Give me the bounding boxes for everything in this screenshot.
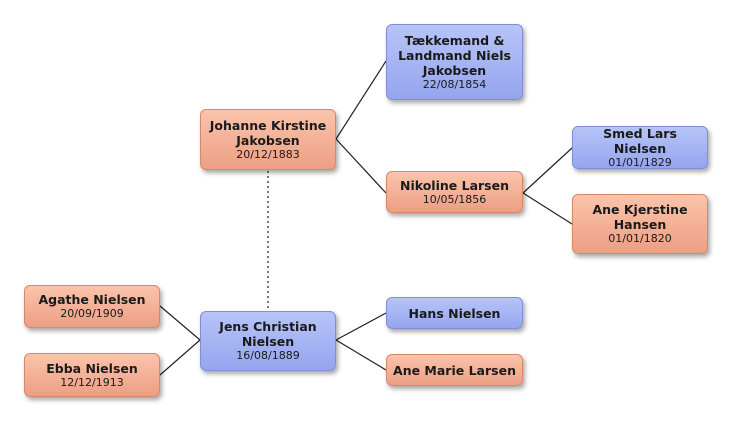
- person-name: Nikoline Larsen: [400, 177, 509, 193]
- person-birth-date: 01/01/1829: [608, 155, 672, 169]
- person-card-ane-marie[interactable]: Ane Marie Larsen: [386, 354, 523, 386]
- person-name: Ane Kjerstine Hansen: [592, 202, 688, 232]
- person-card-hans[interactable]: Hans Nielsen: [386, 297, 523, 329]
- connector-johanne-taekkemand: [335, 60, 387, 140]
- person-birth-date: 01/01/1820: [608, 232, 672, 245]
- person-name: Ebba Nielsen: [46, 360, 138, 376]
- connector-johanne-nikoline: [335, 138, 387, 194]
- person-name: Jens Christian Nielsen: [219, 319, 317, 349]
- person-name: Smed Lars Nielsen: [603, 125, 677, 156]
- connector-ebba-jens: [159, 339, 201, 376]
- person-name: Johanne Kirstine Jakobsen: [209, 117, 327, 148]
- person-card-jens[interactable]: Jens Christian Nielsen 16/08/1889: [200, 311, 336, 371]
- person-name: Hans Nielsen: [408, 305, 501, 321]
- connector-jens-hans: [335, 312, 387, 341]
- person-card-ane-kjerstine[interactable]: Ane Kjerstine Hansen 01/01/1820: [572, 194, 708, 254]
- person-name: Agathe Nielsen: [38, 292, 146, 307]
- person-name: Tækkemand & Landmand Niels Jakobsen: [398, 32, 511, 78]
- person-birth-date: 22/08/1854: [422, 77, 487, 91]
- person-card-nikoline[interactable]: Nikoline Larsen 10/05/1856: [386, 171, 523, 213]
- person-card-johanne[interactable]: Johanne Kirstine Jakobsen 20/12/1883: [200, 109, 336, 170]
- person-birth-date: 20/09/1909: [60, 307, 124, 320]
- person-card-ebba[interactable]: Ebba Nielsen 12/12/1913: [24, 353, 160, 397]
- person-card-taekkemand[interactable]: Tækkemand & Landmand Niels Jakobsen 22/0…: [386, 24, 523, 100]
- person-birth-date: 20/12/1883: [236, 147, 300, 161]
- connector-nikoline-smed: [522, 147, 573, 194]
- connector-jens-ane-marie: [335, 339, 387, 371]
- person-birth-date: 12/12/1913: [60, 375, 124, 389]
- connector-nikoline-ane-kjerstine: [522, 192, 573, 225]
- person-name: Ane Marie Larsen: [393, 362, 516, 378]
- connector-agathe-jens: [159, 305, 201, 341]
- person-birth-date: 16/08/1889: [236, 349, 300, 362]
- person-card-agathe[interactable]: Agathe Nielsen 20/09/1909: [24, 285, 160, 328]
- person-card-smed[interactable]: Smed Lars Nielsen 01/01/1829: [572, 126, 708, 169]
- person-birth-date: 10/05/1856: [422, 192, 487, 206]
